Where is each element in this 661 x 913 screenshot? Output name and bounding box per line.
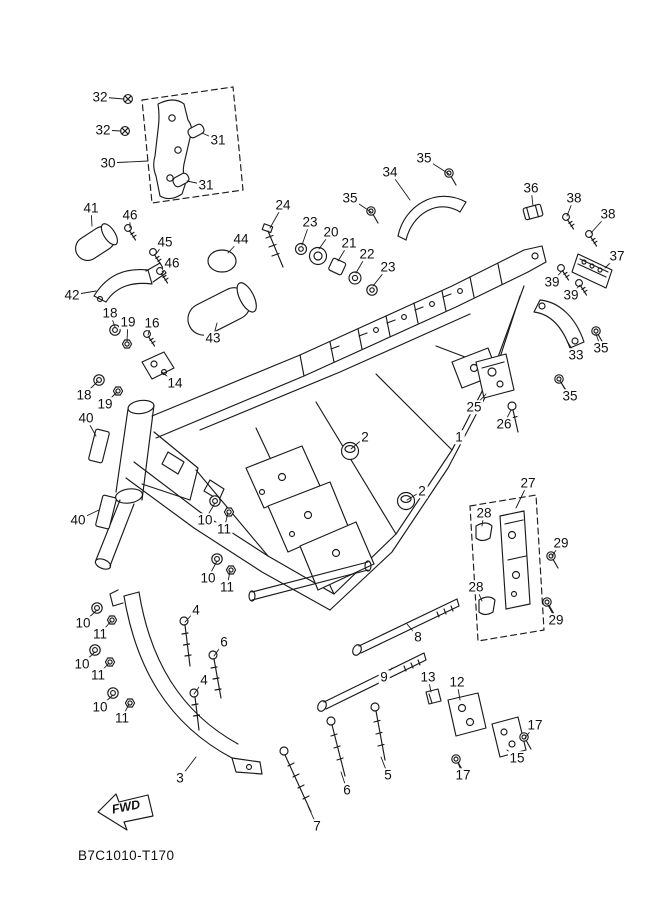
part-27-bracket-assy: [499, 510, 531, 610]
part-14-bracket: [141, 351, 175, 380]
part-28-hooks: [475, 522, 496, 616]
part-16-bolt: [143, 330, 156, 347]
part-1-main-frame: [115, 245, 547, 611]
side-stand-pipe: [94, 499, 135, 570]
part-44-ring: [207, 249, 237, 273]
part-38-screws: [562, 213, 598, 247]
part-12-bracket: [447, 692, 487, 737]
part-24-bolt: [261, 223, 284, 268]
part-30-bracket: [153, 99, 193, 200]
dashed-box-parts-27-29: [469, 494, 545, 642]
part-34-handle: [397, 195, 467, 241]
part-36-clamp: [522, 203, 544, 221]
dashed-box-parts-30-31: [141, 86, 244, 204]
part-4-bolt-upper: [179, 616, 192, 667]
part-42-clamp: [93, 262, 167, 303]
part-13-clip: [425, 688, 442, 705]
part-15-bracket: [491, 716, 527, 758]
part-9-bolt: [317, 652, 427, 712]
part-8-bolt: [352, 598, 460, 656]
part-18-19-fasteners: [93, 324, 133, 396]
part-37-bracket: [571, 253, 613, 289]
part-40-reflectors: [88, 428, 117, 530]
part-2-dampers: [340, 441, 416, 511]
part-26-bolt: [507, 401, 519, 433]
part-5-bolt: [370, 702, 386, 761]
fwd-arrow: [97, 793, 154, 831]
part-3-guard-bar: [109, 589, 263, 775]
part-4-bolt-lower: [189, 688, 201, 731]
part-29-bolts: [542, 551, 559, 615]
part-6-bolt-mid: [208, 650, 222, 699]
part-20-23-bushings: [294, 242, 378, 296]
part-41-collar: [75, 223, 118, 262]
part-33-bracket: [533, 299, 585, 349]
part-43-collar: [187, 282, 257, 336]
diagram-code: B7C1010-T170: [78, 848, 175, 863]
part-25-bracket: [475, 353, 515, 399]
part-6-bolt-lower: [326, 716, 346, 777]
part-7-bolt: [279, 746, 312, 813]
part-31-dampers: [172, 123, 205, 188]
part-32-screws: [120, 94, 133, 136]
